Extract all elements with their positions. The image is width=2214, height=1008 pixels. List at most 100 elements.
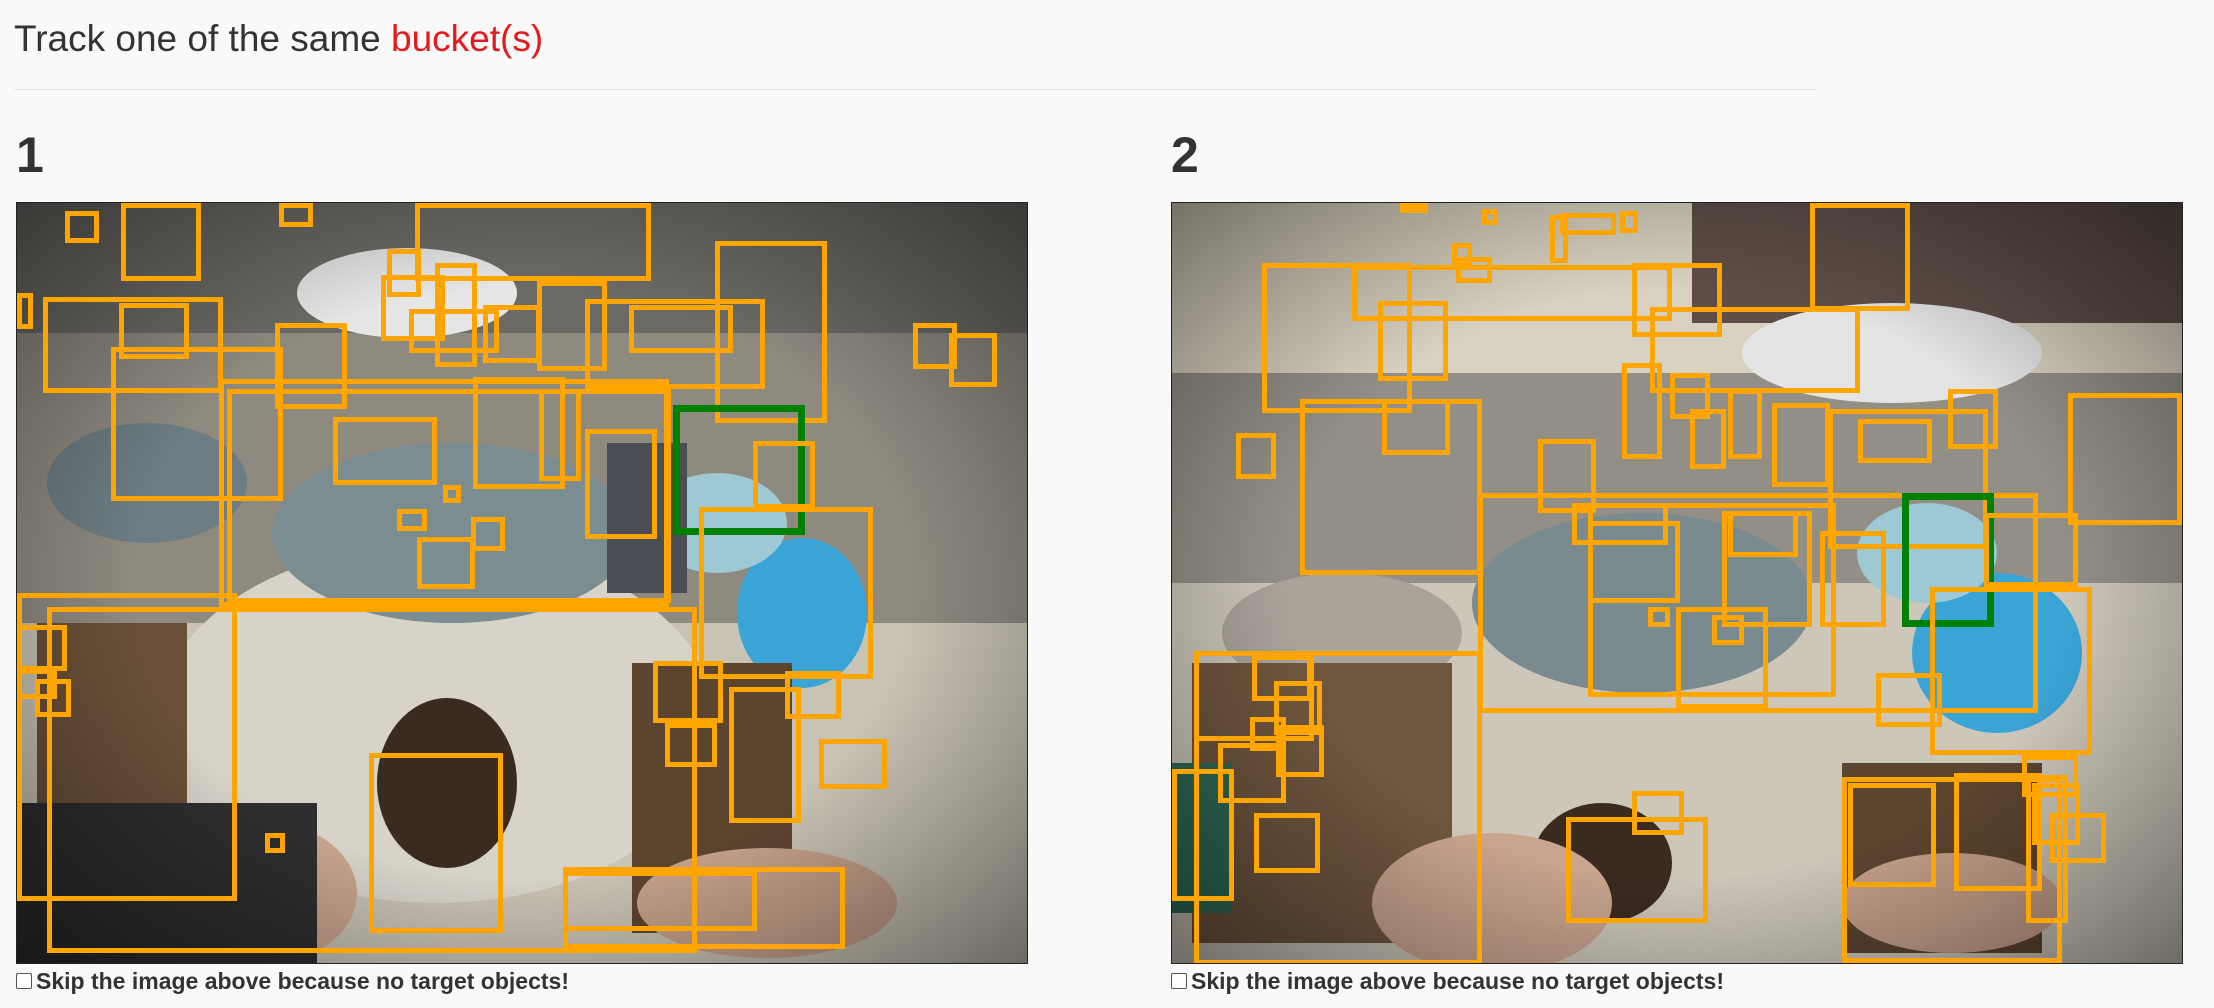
bbox[interactable] <box>2026 775 2068 923</box>
skip-checkbox[interactable] <box>16 973 32 989</box>
bbox[interactable] <box>665 723 717 767</box>
bbox[interactable] <box>111 347 283 501</box>
bbox[interactable] <box>1352 265 1672 321</box>
bbox[interactable] <box>333 417 437 485</box>
bbox[interactable] <box>699 507 873 679</box>
bbox[interactable] <box>1274 681 1322 735</box>
bbox[interactable] <box>415 203 651 281</box>
bbox[interactable] <box>409 309 499 353</box>
bbox[interactable] <box>1566 817 1708 923</box>
skip-option[interactable]: Skip the image above because no target o… <box>1171 966 1724 996</box>
bbox[interactable] <box>227 389 671 603</box>
bbox[interactable] <box>1194 651 1482 963</box>
bbox[interactable] <box>653 661 723 723</box>
bbox[interactable] <box>43 297 223 393</box>
skip-label[interactable]: Skip the image above because no target o… <box>1191 967 1724 994</box>
bbox[interactable] <box>753 441 815 509</box>
bbox-selected[interactable] <box>1902 493 1994 627</box>
bbox[interactable] <box>443 485 461 503</box>
bbox[interactable] <box>539 389 581 481</box>
bbox[interactable] <box>17 625 67 671</box>
bbox[interactable] <box>629 305 733 353</box>
bbox[interactable] <box>537 281 607 371</box>
bbox[interactable] <box>563 871 757 931</box>
bbox[interactable] <box>1728 389 1762 459</box>
bbox[interactable] <box>1400 203 1428 213</box>
bbox[interactable] <box>435 263 477 367</box>
bbox[interactable] <box>1712 615 1744 645</box>
bbox[interactable] <box>1632 791 1684 835</box>
bbox[interactable] <box>473 377 565 489</box>
bbox[interactable] <box>471 517 505 551</box>
bbox[interactable] <box>819 739 887 789</box>
bbox[interactable] <box>1456 257 1492 283</box>
bbox[interactable] <box>585 429 657 539</box>
bbox[interactable] <box>1648 607 1670 627</box>
skip-option[interactable]: Skip the image above because no target o… <box>16 966 569 996</box>
image-canvas[interactable] <box>16 202 1028 964</box>
bbox[interactable] <box>1482 209 1498 225</box>
bbox[interactable] <box>35 679 71 717</box>
bbox[interactable] <box>729 687 801 823</box>
bbox[interactable] <box>1930 587 2092 755</box>
bbox[interactable] <box>1690 409 1726 469</box>
bbox[interactable] <box>1858 419 1932 463</box>
bbox[interactable] <box>1622 363 1662 459</box>
bbox[interactable] <box>1236 433 1276 479</box>
bbox[interactable] <box>1842 777 2062 963</box>
bbox[interactable] <box>1550 215 1568 263</box>
bbox[interactable] <box>913 323 957 369</box>
bbox[interactable] <box>1820 531 1886 627</box>
bbox-selected[interactable] <box>673 405 805 535</box>
bbox[interactable] <box>1172 769 1234 901</box>
bbox[interactable] <box>275 323 347 409</box>
bbox[interactable] <box>1560 213 1616 235</box>
workshop-scene-image <box>17 203 1027 963</box>
bbox[interactable] <box>397 509 427 531</box>
bbox[interactable] <box>2022 755 2078 797</box>
bbox[interactable] <box>1588 503 1836 697</box>
bbox[interactable] <box>1276 725 1324 777</box>
skip-checkbox[interactable] <box>1171 973 1187 989</box>
bbox[interactable] <box>2050 813 2106 863</box>
bbox[interactable] <box>1810 203 1910 311</box>
bbox[interactable] <box>2068 393 2182 525</box>
bbox[interactable] <box>1382 399 1450 455</box>
bbox[interactable] <box>715 241 827 423</box>
bbox[interactable] <box>949 333 997 387</box>
bbox[interactable] <box>1948 389 1998 449</box>
bbox[interactable] <box>47 607 697 953</box>
bbox[interactable] <box>483 305 541 363</box>
bbox[interactable] <box>65 211 99 243</box>
bbox[interactable] <box>1250 717 1286 751</box>
bbox[interactable] <box>1452 243 1472 265</box>
bbox[interactable] <box>1620 211 1638 233</box>
bbox[interactable] <box>1254 813 1320 873</box>
bbox[interactable] <box>279 203 313 227</box>
bbox[interactable] <box>1848 783 1936 887</box>
bbox[interactable] <box>1378 301 1448 381</box>
bbox[interactable] <box>1984 513 2078 587</box>
bbox[interactable] <box>1876 673 1942 727</box>
skip-label[interactable]: Skip the image above because no target o… <box>36 967 569 994</box>
bbox[interactable] <box>1478 493 2038 713</box>
bbox[interactable] <box>785 671 841 719</box>
bbox[interactable] <box>585 299 765 389</box>
bbox[interactable] <box>1772 403 1830 487</box>
bbox[interactable] <box>17 293 33 329</box>
bbox[interactable] <box>1262 263 1412 413</box>
image-canvas[interactable] <box>1171 202 2183 964</box>
bbox[interactable] <box>265 833 285 853</box>
bbox[interactable] <box>121 203 201 281</box>
bbox[interactable] <box>387 249 421 297</box>
panel-number: 2 <box>1171 127 1199 183</box>
bbox[interactable] <box>1252 655 1312 701</box>
bbox[interactable] <box>369 753 503 933</box>
bbox[interactable] <box>119 303 189 359</box>
bbox[interactable] <box>1676 607 1768 709</box>
bbox[interactable] <box>1954 773 2042 891</box>
bbox[interactable] <box>417 537 475 589</box>
bbox[interactable] <box>1632 263 1722 337</box>
bbox[interactable] <box>1538 439 1596 513</box>
bbox[interactable] <box>17 593 237 901</box>
